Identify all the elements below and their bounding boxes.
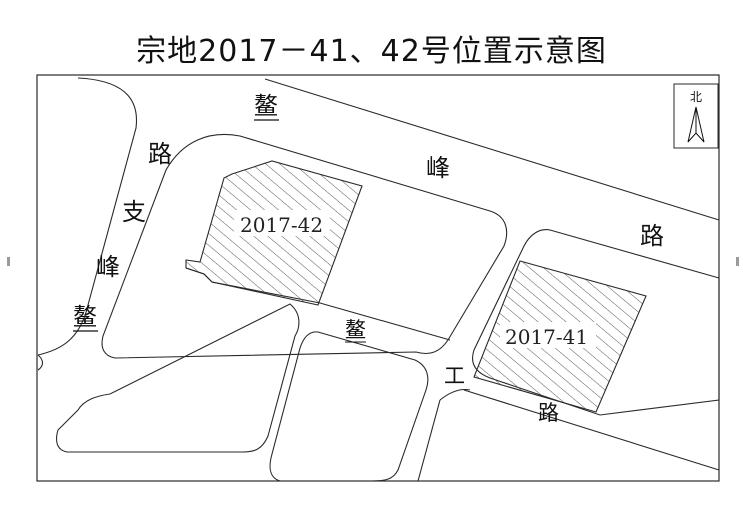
road-label: 鳌	[254, 92, 278, 120]
road-edge	[37, 77, 138, 356]
left-edge-mark	[7, 257, 10, 266]
road-label: 路	[640, 222, 664, 250]
road-label: 路	[148, 140, 172, 168]
road-edge	[37, 354, 44, 371]
road-label: 工	[444, 364, 465, 388]
north-arrow: 北	[673, 83, 719, 149]
road-label: 支	[122, 198, 146, 226]
map-title: 宗地2017－41、42号位置示意图	[136, 34, 607, 69]
block-outline	[269, 331, 429, 482]
block-outline	[101, 133, 508, 359]
road-label: 鳌	[345, 318, 366, 342]
road-edge	[439, 388, 471, 401]
north-label: 北	[690, 90, 702, 104]
map-frame	[36, 74, 720, 482]
road-label: 路	[538, 401, 559, 425]
road-label: 鳌	[73, 303, 97, 331]
road-label: 峰	[96, 253, 120, 281]
road-edge	[417, 399, 441, 482]
block-outline	[56, 303, 300, 453]
right-edge-mark	[736, 257, 739, 266]
road-label: 峰	[426, 154, 450, 182]
parcel-label-2017-42: 2017-42	[240, 213, 323, 237]
road-edge	[264, 78, 720, 221]
road-edge	[463, 389, 720, 471]
parcel-label-2017-41: 2017-41	[505, 325, 588, 349]
